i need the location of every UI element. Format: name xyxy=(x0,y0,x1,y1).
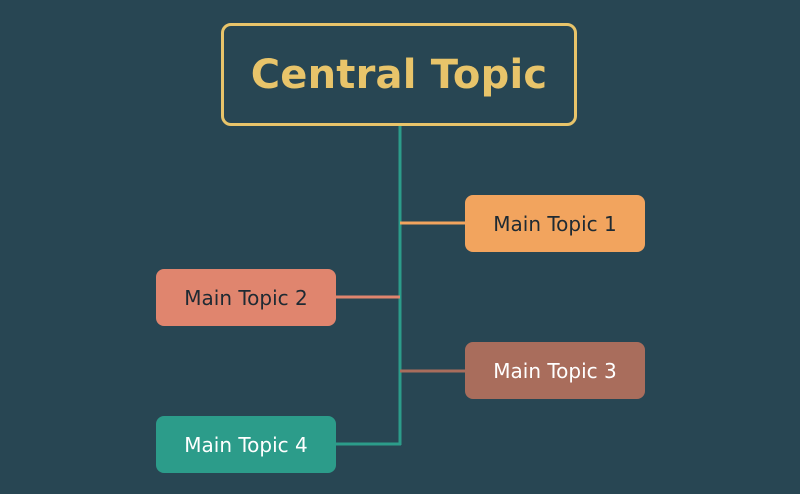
main-topic-2-node[interactable]: Main Topic 2 xyxy=(156,269,336,326)
main-topic-3-node[interactable]: Main Topic 3 xyxy=(465,342,645,399)
main-topic-4-node[interactable]: Main Topic 4 xyxy=(156,416,336,473)
main-topic-1-label: Main Topic 1 xyxy=(493,211,617,236)
main-topic-1-node[interactable]: Main Topic 1 xyxy=(465,195,645,252)
central-topic-label: Central Topic xyxy=(250,51,548,98)
main-topic-2-label: Main Topic 2 xyxy=(184,285,308,310)
central-topic-node[interactable]: Central Topic xyxy=(221,23,577,126)
main-topic-3-label: Main Topic 3 xyxy=(493,358,617,383)
main-topic-4-label: Main Topic 4 xyxy=(184,432,308,457)
